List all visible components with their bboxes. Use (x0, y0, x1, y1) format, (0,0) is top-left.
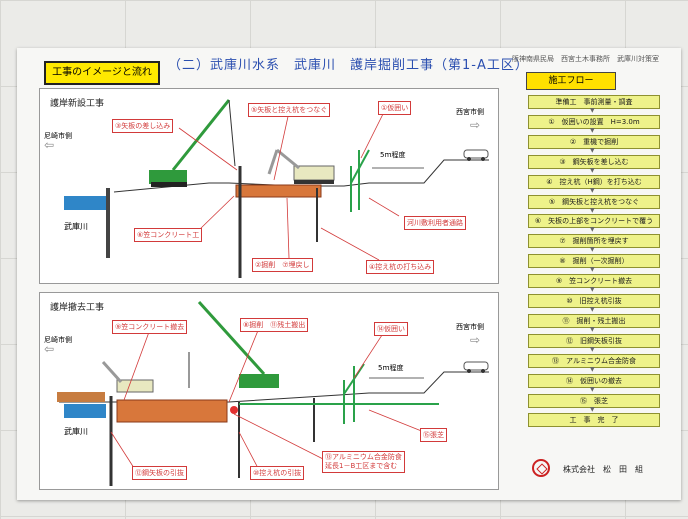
flow-step: ③ 鋼矢板を差し込む (528, 154, 660, 169)
ground-line (113, 159, 489, 193)
panel-bottom-diagram (57, 300, 489, 486)
panel-bottom-title: 護岸撤去工事 (50, 303, 105, 313)
flow-step: ⑧ 掘削（一次掘削） (528, 254, 660, 269)
old-sheet-pile (106, 188, 110, 258)
excavator-bottom (101, 360, 154, 393)
flow-step-complete: 工 事 完 了 (528, 413, 660, 428)
note-excavate-backfill: ②掘削 ⑦埋戻し (252, 258, 313, 272)
panel-top-diagram (64, 99, 489, 278)
flow-step: ⑮ 張芝 (528, 393, 660, 408)
note-tie: ⑤矢板と控え杭をつなぐ (248, 103, 331, 117)
flow-step: ⑪ 掘削・残土搬出 (528, 313, 660, 328)
arrow-down-icon: ▼ (590, 405, 595, 413)
river-water (64, 196, 106, 210)
flow-step: ⑬ アルミニウム合金防食 (528, 353, 660, 368)
width-label-bottom: 5ｍ程度 (378, 364, 404, 372)
alu-marker (230, 406, 238, 414)
note-cap-concrete: ⑥笠コンクリート工 (134, 228, 203, 242)
flow-step: ⑨ 笠コンクリート撤去 (528, 274, 660, 289)
note-sheet-insert: ③矢板の差し込み (112, 119, 174, 133)
river-label-top: 武庫川 (64, 222, 88, 231)
note-fence-removal: ⑭仮囲い (374, 322, 408, 336)
arrow-down-icon: ▼ (590, 166, 595, 174)
car-illustration (463, 149, 489, 161)
flow-step: ⑤ 鋼矢板と控え杭をつなぐ (528, 194, 660, 209)
poster-title: （二）武庫川水系 武庫川 護岸掘削工事（第1-A工区） (168, 58, 529, 73)
temporary-fence (350, 149, 370, 212)
crane-bottom (188, 300, 279, 388)
flow-step: ⑫ 旧鋼矢板引抜 (528, 333, 660, 348)
flow-step: ⑥ 矢板の上部をコンクリートで覆う (528, 214, 660, 229)
flow-step: ⑩ 旧控え杭引抜 (528, 294, 660, 308)
panel-top-title: 護岸新設工事 (50, 99, 105, 109)
flow-step-prep: 準備工 事前測量・調査 (528, 95, 660, 109)
note-excavate-soil: ⑧掘削 ⑪残土搬出 (240, 318, 309, 332)
right-city-top: 西宮市側 (456, 108, 484, 116)
flow-step: ⑦ 掘削箇所を埋戻す (528, 234, 660, 249)
note-aluminum: ⑬アルミニウム合金防食 延長1－B工区まで含む (322, 451, 405, 473)
right-arrow-icon: ⇨ (470, 118, 481, 132)
excavation-area (116, 399, 228, 423)
company-name: 株式会社 松 田 組 (563, 465, 643, 474)
note-anchor-pull: ⑩控え杭の引抜 (250, 466, 305, 480)
arrow-down-icon: ▼ (590, 126, 595, 134)
arrow-down-icon: ▼ (590, 226, 595, 234)
note-cap-removal: ⑨笠コンクリート撤去 (112, 320, 188, 334)
poster-label: 工事のイメージと流れ (44, 61, 160, 85)
arrow-down-icon: ▼ (590, 206, 595, 214)
company-logo-icon (532, 459, 550, 477)
office-name: 阪神南県民局 西宮土木事務所 武庫川対策室 (512, 55, 659, 63)
left-city-bottom: 尼崎市側 (44, 336, 72, 344)
arrow-down-icon: ▼ (590, 325, 595, 333)
arrow-down-icon: ▼ (590, 246, 595, 254)
note-anchor-pile: ④控え杭の打ち込み (366, 260, 435, 274)
arrow-down-icon: ▼ (590, 266, 595, 274)
arrow-down-icon: ▼ (590, 146, 595, 154)
left-arrow-icon: ⇦ (44, 138, 55, 152)
note-sheet-pull: ⑫鋼矢板の引抜 (132, 466, 187, 480)
flow-step: ① 仮囲いの設置 H=3.0m (528, 114, 660, 129)
width-label-top: 5ｍ程度 (380, 151, 406, 159)
right-city-bottom: 西宮市側 (456, 323, 484, 331)
car-bottom (463, 361, 489, 373)
flow-heading: 施工フロー (526, 72, 616, 90)
river-water-bottom (64, 404, 106, 418)
arrow-down-icon: ▼ (590, 365, 595, 373)
left-city-top: 尼崎市側 (44, 132, 72, 140)
right-arrow-icon: ⇨ (470, 333, 481, 347)
crane-illustration (149, 99, 236, 187)
note-fence: ①仮囲い (378, 101, 412, 115)
river-label-bottom: 武庫川 (64, 427, 88, 436)
arrow-down-icon: ▼ (590, 345, 595, 353)
temporary-fence-bottom (343, 363, 365, 424)
flow-step: ⑭ 仮囲いの撤去 (528, 373, 660, 388)
excavator-illustration (267, 148, 335, 184)
arrow-down-icon: ▼ (590, 306, 595, 313)
left-arrow-icon: ⇦ (44, 342, 55, 356)
arrow-down-icon: ▼ (590, 107, 595, 114)
note-path: 河川敷利用者通路 (404, 216, 466, 230)
arrow-down-icon: ▼ (590, 186, 595, 194)
excavation-pit (235, 184, 322, 198)
flow-step: ④ 控え杭（H鋼）を打ち込む (528, 174, 660, 189)
flow-step: ② 重機で掘削 (528, 134, 660, 149)
soil-pile (57, 392, 105, 402)
note-sod: ⑮張芝 (420, 428, 447, 442)
arrow-down-icon: ▼ (590, 385, 595, 393)
arrow-down-icon: ▼ (590, 286, 595, 294)
